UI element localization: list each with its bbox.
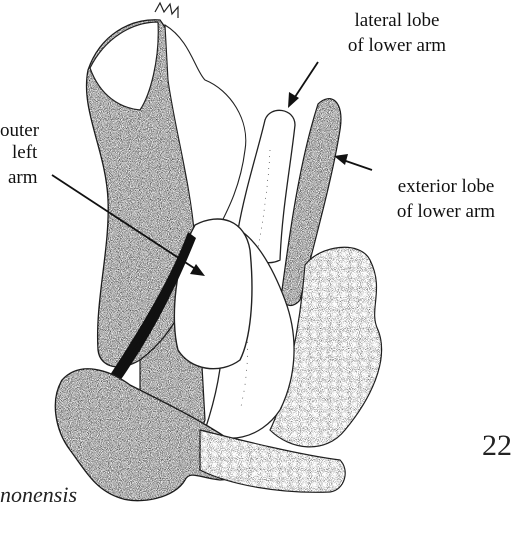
label-exterior-lobe-line1: exterior lobe [398,176,495,197]
label-outer-left-arm: outer left arm [0,120,40,188]
arrow-lateral-lobe [288,62,318,108]
label-outer-left-arm-line2: left [12,142,38,163]
label-exterior-lobe: exterior lobe of lower arm [397,176,495,222]
label-exterior-lobe-line2: of lower arm [397,201,495,222]
label-lateral-lobe-line2: of lower arm [348,35,446,56]
arrow-exterior-lobe [334,154,372,170]
label-outer-left-arm-line3: arm [8,167,38,188]
label-outer-left-arm-line1: outer [0,120,40,141]
species-name: nonensis [0,482,77,507]
figure-number: 22 [482,429,512,462]
label-lateral-lobe: lateral lobe of lower arm [348,10,446,56]
label-lateral-lobe-line1: lateral lobe [355,10,440,31]
